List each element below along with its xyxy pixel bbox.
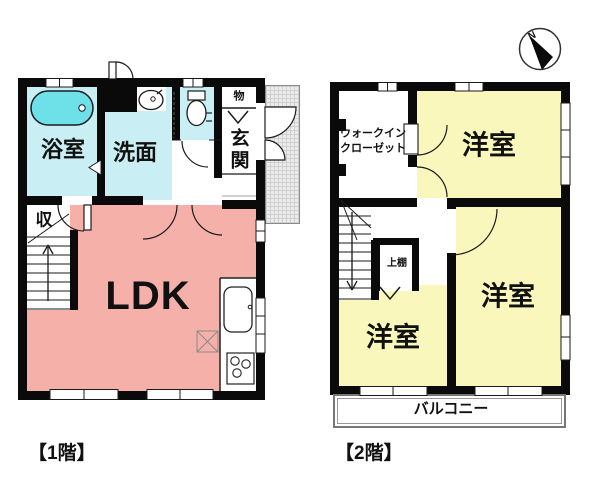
f2-bedroom-left: [339, 285, 447, 386]
label-shelf: 上棚: [387, 258, 407, 269]
f1-closet-door-gap: [62, 196, 92, 205]
label-bedroom-left: 洋室: [366, 322, 420, 353]
f2-wall-mid-left: [330, 198, 417, 207]
label-bedroom-top: 洋室: [462, 130, 516, 161]
f2-shelf-door-gap: [380, 284, 412, 291]
f2-balcony: [333, 394, 566, 428]
f2-shelf-interior: [380, 245, 412, 284]
f1-entrance-porch: [265, 85, 300, 224]
f1-wash-fixture-block: [105, 87, 137, 112]
label-ldk: LDK: [105, 274, 191, 318]
f1-wall-stairs: [70, 230, 78, 310]
f2-stairs-block: [339, 198, 371, 300]
compass-icon: N: [518, 27, 562, 71]
f2-bedroom-top-door-gap: [408, 167, 417, 198]
label-wic-line2: クローゼット: [340, 142, 406, 155]
label-balcony: バルコニー: [413, 400, 489, 418]
label-entrance: 玄関: [227, 128, 249, 172]
f2-bedroom-right-door-gap: [447, 209, 456, 253]
label-closet: 収: [35, 210, 53, 230]
f1-toilet-room: [180, 87, 214, 140]
compass-north-label: N: [527, 30, 538, 43]
label-wic-line1: ウォークイン: [340, 127, 406, 140]
label-storage: 物: [233, 90, 245, 103]
f1-wall-bath-wash: [97, 87, 105, 196]
f2-wall-bedrooms: [447, 198, 456, 386]
f2-wic-tab-2: [339, 164, 346, 176]
f1-wall-below-entrance: [222, 200, 256, 209]
f1-wall-toilet-entrance: [214, 87, 222, 178]
label-washroom: 洗面: [112, 140, 158, 165]
f1-front-door-gap: [256, 103, 265, 160]
label-bedroom-right: 洋室: [481, 281, 535, 312]
caption-floor2: 【2階】: [335, 443, 403, 464]
f2-wic-door-gap: [408, 124, 417, 155]
f1-wall-wash-toilet: [172, 87, 180, 140]
f2-wall-mid-right: [455, 198, 570, 207]
label-bathroom: 浴室: [40, 137, 86, 162]
f2-wic-tab-1: [339, 119, 346, 131]
f1-kitchen-counter: [220, 278, 256, 391]
caption-floor1: 【1階】: [28, 443, 96, 464]
